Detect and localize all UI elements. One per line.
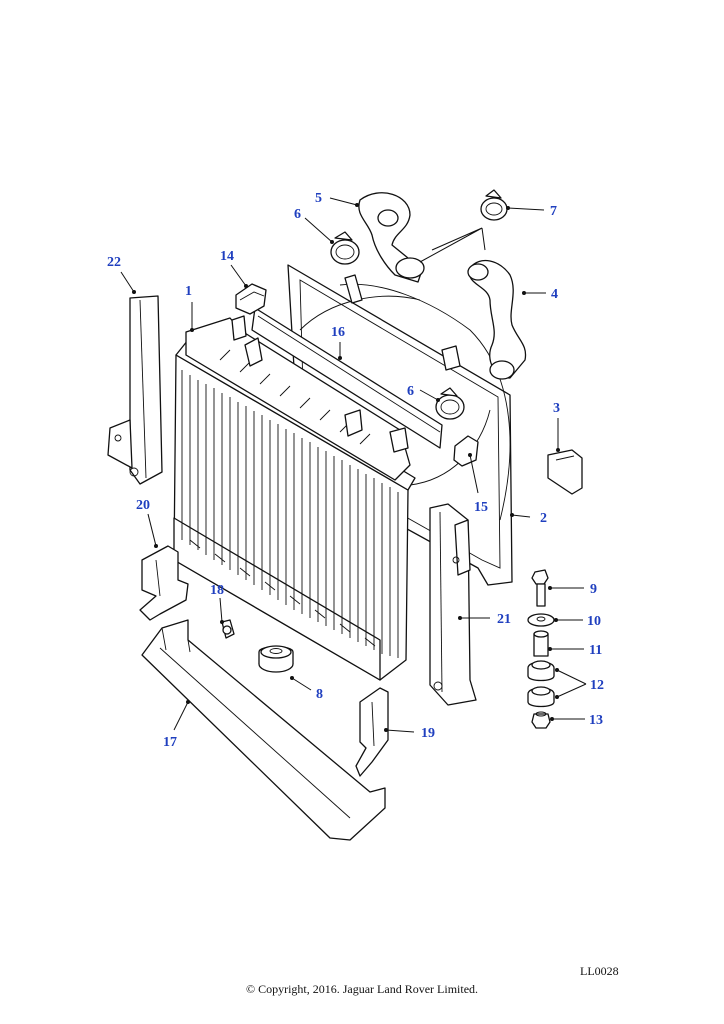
part-20-lower-bracket-left bbox=[139, 545, 189, 621]
callout-9: 9 bbox=[590, 582, 597, 597]
part-8-mounting-rubber bbox=[258, 645, 294, 673]
part-13-nut bbox=[531, 711, 551, 729]
callout-19: 19 bbox=[421, 726, 435, 741]
callout-20: 20 bbox=[136, 498, 150, 513]
callout-22: 22 bbox=[107, 255, 121, 270]
diagram-reference-code: LL0028 bbox=[580, 964, 619, 978]
part-9-bolt bbox=[531, 569, 549, 607]
part-4-bottom-hose bbox=[467, 259, 527, 380]
callout-14: 14 bbox=[220, 249, 234, 264]
callout-17: 17 bbox=[163, 735, 177, 750]
part-10-washer bbox=[527, 613, 555, 627]
part-5-top-hose bbox=[358, 192, 425, 283]
part-19-lower-bracket-right bbox=[355, 687, 389, 777]
part-7-hose-clip bbox=[480, 189, 508, 221]
callout-15: 15 bbox=[474, 500, 488, 515]
part-3-pad bbox=[547, 449, 583, 495]
callout-12: 12 bbox=[590, 678, 604, 693]
callout-6b: 6 bbox=[407, 384, 414, 399]
callout-21: 21 bbox=[497, 612, 511, 627]
callout-13: 13 bbox=[589, 713, 603, 728]
callout-labels: 1 2 3 4 5 6 6 7 8 9 10 11 12 13 14 15 16… bbox=[107, 191, 604, 750]
part-17-lower-deflector bbox=[141, 619, 386, 841]
part-16-seal-strip bbox=[251, 307, 443, 449]
callout-5: 5 bbox=[315, 191, 322, 206]
part-15-hose-bracket bbox=[453, 435, 479, 467]
callout-1: 1 bbox=[185, 284, 192, 299]
callout-2: 2 bbox=[540, 511, 547, 526]
callout-6a: 6 bbox=[294, 207, 301, 222]
part-6-hose-clip-lower bbox=[435, 387, 465, 420]
part-1-radiator bbox=[173, 315, 416, 681]
part-6-hose-clip-upper bbox=[330, 231, 360, 265]
callout-16: 16 bbox=[331, 325, 345, 340]
part-12-mounting-bush-lower bbox=[527, 686, 555, 708]
part-22-side-bracket-left bbox=[107, 295, 163, 485]
callout-4: 4 bbox=[551, 287, 558, 302]
leader-lines bbox=[120, 197, 587, 733]
part-18-push-clip bbox=[221, 619, 235, 639]
part-12-mounting-bush-upper bbox=[527, 660, 555, 682]
callout-11: 11 bbox=[589, 643, 602, 658]
callout-3: 3 bbox=[553, 401, 560, 416]
callout-18: 18 bbox=[210, 583, 224, 598]
callout-8: 8 bbox=[316, 687, 323, 702]
part-14-clip bbox=[235, 283, 267, 315]
copyright-notice: © Copyright, 2016. Jaguar Land Rover Lim… bbox=[245, 982, 479, 996]
part-21-side-bracket-right bbox=[429, 503, 477, 706]
part-11-spacer-tube bbox=[533, 630, 549, 657]
callout-10: 10 bbox=[587, 614, 601, 629]
callout-7: 7 bbox=[550, 204, 557, 219]
